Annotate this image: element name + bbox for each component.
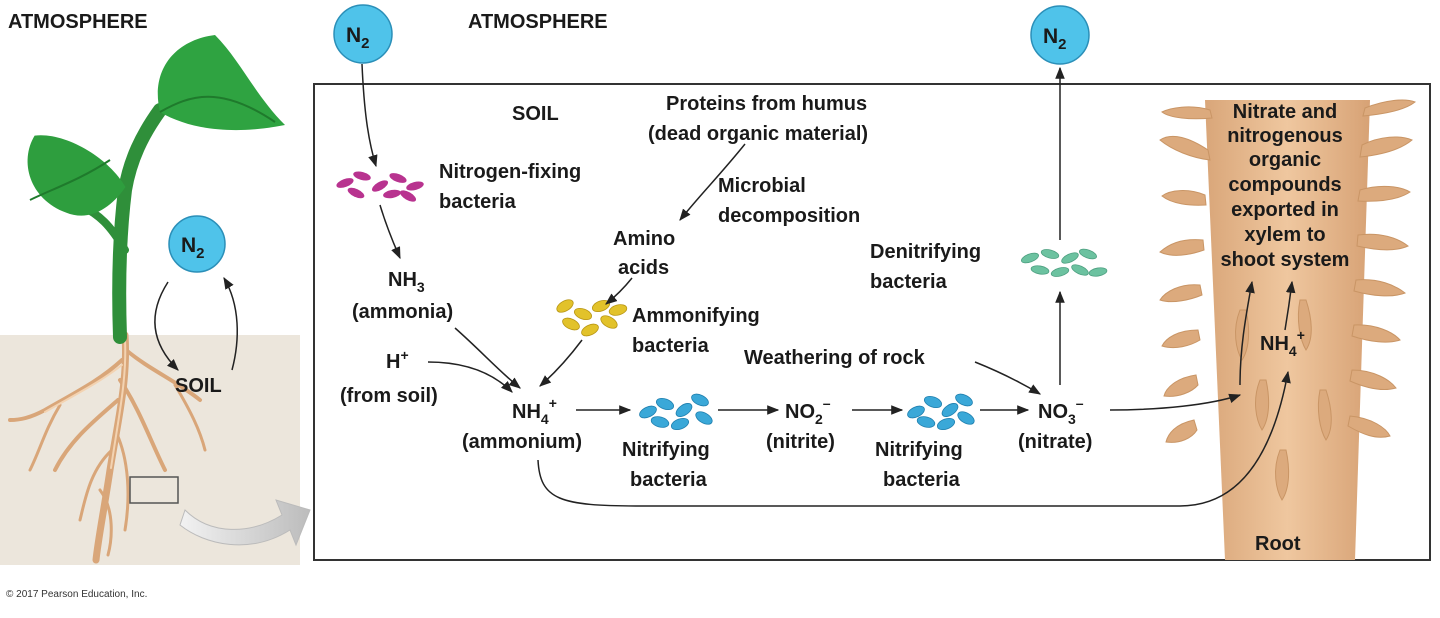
svg-text:shoot system: shoot system bbox=[1221, 249, 1350, 271]
nitrifying-label-2b: bacteria bbox=[883, 469, 961, 491]
svg-text:nitrogenous: nitrogenous bbox=[1227, 125, 1343, 147]
plant-leaf-top bbox=[157, 35, 285, 131]
h-plus-label: H+ bbox=[386, 347, 409, 373]
root-nh4-label: NH4+ bbox=[1260, 327, 1305, 359]
from-soil-label: (from soil) bbox=[340, 385, 438, 407]
zoom-box bbox=[129, 476, 179, 504]
nitrogen-fixing-bacteria-icon bbox=[336, 171, 424, 202]
atmosphere-left-label: ATMOSPHERE bbox=[8, 11, 148, 33]
ammonifying-label-1: Ammonifying bbox=[632, 305, 760, 327]
arrow-root-up-2 bbox=[1284, 280, 1296, 331]
denitrifying-label-1: Denitrifying bbox=[870, 241, 981, 263]
plant-root-highlights bbox=[44, 339, 127, 469]
ammonifying-label-2: bacteria bbox=[632, 335, 710, 357]
weathering-label: Weathering of rock bbox=[744, 347, 926, 369]
amino-label-1: Amino bbox=[613, 228, 675, 250]
root-label: Root bbox=[1255, 533, 1301, 555]
export-label: Nitrate and nitrogenous organic compound… bbox=[1221, 101, 1350, 271]
nitrifying-label-1a: Nitrifying bbox=[622, 439, 710, 461]
arrow-n2-to-fixing bbox=[361, 63, 378, 168]
arrow-nh3-to-nh4 bbox=[454, 327, 521, 389]
arrow-h-to-nh4 bbox=[427, 361, 513, 393]
ammonium-label: (ammonium) bbox=[462, 431, 582, 453]
arrow-nh4-to-root bbox=[537, 370, 1291, 507]
n2-circle-top-right bbox=[1030, 5, 1090, 65]
amino-label-2: acids bbox=[618, 257, 669, 279]
nh3-label: NH3 bbox=[388, 269, 425, 295]
arrow-no3-to-root bbox=[1109, 393, 1242, 411]
svg-text:compounds: compounds bbox=[1228, 174, 1341, 196]
atmosphere-main-label: ATMOSPHERE bbox=[468, 11, 608, 33]
plant-leaf-left bbox=[27, 135, 126, 216]
svg-text:xylem to: xylem to bbox=[1244, 224, 1325, 246]
soil-region-left bbox=[0, 335, 300, 565]
arrow-root-up-1 bbox=[1239, 280, 1255, 386]
arrow-fixing-to-nh3 bbox=[379, 204, 401, 260]
arrow-ammonifying-to-nh4 bbox=[539, 339, 583, 387]
n2-circle-top-left bbox=[333, 4, 393, 64]
cycle-arrows bbox=[361, 63, 1296, 507]
nitrate-label: (nitrate) bbox=[1018, 431, 1092, 453]
plant-stem bbox=[112, 103, 167, 344]
ammonia-label: (ammonia) bbox=[352, 301, 453, 323]
svg-text:Nitrate and: Nitrate and bbox=[1233, 101, 1337, 123]
denitrifying-bacteria-icon bbox=[1021, 248, 1108, 277]
n2-top-left-label: N2 bbox=[346, 24, 370, 52]
nitrifying-bacteria-icon-1 bbox=[639, 393, 713, 431]
arrow-soil-to-n2-left-out bbox=[223, 276, 238, 371]
svg-text:exported in: exported in bbox=[1231, 199, 1339, 221]
main-labels: Nitrogen-fixing bacteria NH3 (ammonia) H… bbox=[340, 93, 1349, 555]
no2-label: NO2– bbox=[785, 395, 831, 427]
nh4-label: NH4+ bbox=[512, 395, 557, 427]
root-illustration bbox=[1159, 99, 1416, 560]
n2-left-label: N2 bbox=[181, 234, 205, 262]
proteins-label-2: (dead organic material) bbox=[648, 123, 868, 145]
nitrifying-label-1b: bacteria bbox=[630, 469, 708, 491]
nitrifying-label-2a: Nitrifying bbox=[875, 439, 963, 461]
nitrite-label: (nitrite) bbox=[766, 431, 835, 453]
arrow-proteins-to-amino bbox=[679, 143, 746, 221]
no3-label: NO3– bbox=[1038, 395, 1084, 427]
n2-top-right-label: N2 bbox=[1043, 25, 1067, 53]
microbial-label-1: Microbial bbox=[718, 175, 806, 197]
arrow-weathering-to-no3 bbox=[974, 361, 1042, 395]
ammonifying-bacteria-icon bbox=[556, 299, 628, 337]
svg-text:organic: organic bbox=[1249, 149, 1321, 171]
n2-circle-left bbox=[168, 215, 226, 273]
denitrifying-label-2: bacteria bbox=[870, 271, 948, 293]
soil-left-label: SOIL bbox=[175, 375, 222, 397]
nitrifying-bacteria-icon-2 bbox=[907, 393, 975, 431]
nitrogen-fixing-label-2: bacteria bbox=[439, 191, 517, 213]
arrow-amino-to-ammonifying bbox=[605, 277, 633, 305]
microbial-label-2: decomposition bbox=[718, 205, 860, 227]
arrow-soil-to-n2-left-in bbox=[154, 281, 179, 371]
soil-main-label: SOIL bbox=[512, 103, 559, 125]
copyright-text: © 2017 Pearson Education, Inc. bbox=[6, 589, 147, 600]
zoom-arrow bbox=[179, 499, 311, 547]
proteins-label-1: Proteins from humus bbox=[666, 93, 867, 115]
nitrogen-fixing-label-1: Nitrogen-fixing bbox=[439, 161, 581, 183]
